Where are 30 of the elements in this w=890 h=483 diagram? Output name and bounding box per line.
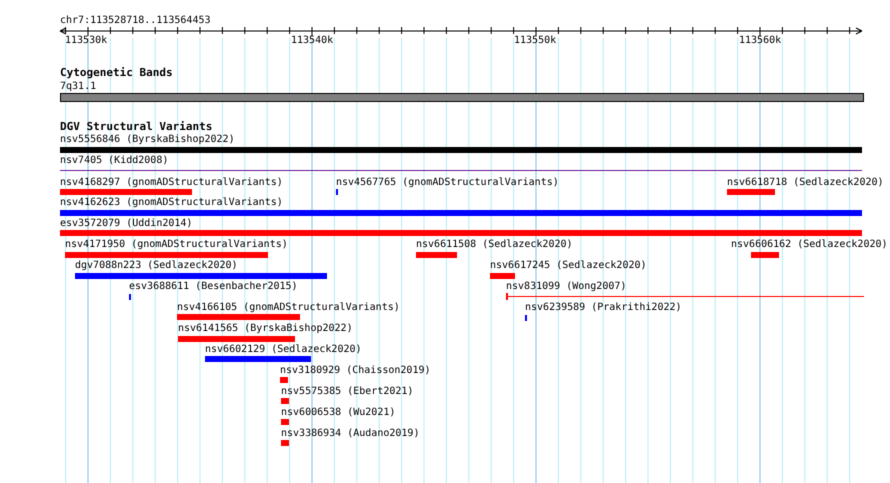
feature-label: nsv4168297 (gnomADStructuralVariants) xyxy=(60,177,283,188)
locus-label: chr7:113528718..113564453 xyxy=(60,15,211,26)
feature-label: nsv4166105 (gnomADStructuralVariants) xyxy=(177,302,400,313)
feature-label: esv3688611 (Besenbacher2015) xyxy=(129,281,298,292)
feature-label: nsv6239589 (Prakrithi2022) xyxy=(525,302,682,313)
feature-label: esv3572079 (Uddin2014) xyxy=(60,218,192,229)
feature-label: nsv4162623 (gnomADStructuralVariants) xyxy=(60,197,283,208)
feature-label: nsv3180929 (Chaisson2019) xyxy=(280,365,431,376)
tick-label: 113530k xyxy=(65,35,108,46)
feature-label: dgv7088n223 (Sedlazeck2020) xyxy=(75,260,238,271)
feature-label: nsv6606162 (Sedlazeck2020) xyxy=(731,239,888,250)
track-title: Cytogenetic Bands xyxy=(60,67,173,78)
feature-label: nsv6618718 (Sedlazeck2020) xyxy=(727,177,884,188)
feature-label: nsv5556846 (ByrskaBishop2022) xyxy=(60,134,235,145)
feature-label: nsv6611508 (Sedlazeck2020) xyxy=(416,239,573,250)
feature-label: nsv6141565 (ByrskaBishop2022) xyxy=(178,323,353,334)
feature-label: nsv4171950 (gnomADStructuralVariants) xyxy=(65,239,288,250)
feature-label: nsv6006538 (Wu2021) xyxy=(281,407,396,418)
track-title: DGV Structural Variants xyxy=(60,121,212,132)
band-label: 7q31.1 xyxy=(60,81,96,92)
feature-label: nsv6602129 (Sedlazeck2020) xyxy=(205,344,362,355)
feature-label: nsv7405 (Kidd2008) xyxy=(60,155,168,166)
tick-label: 113560k xyxy=(739,35,782,46)
feature-label: nsv4567765 (gnomADStructuralVariants) xyxy=(336,177,559,188)
tick-label: 113540k xyxy=(291,35,334,46)
feature-label: nsv5575385 (Ebert2021) xyxy=(281,386,414,397)
feature-label: nsv831099 (Wong2007) xyxy=(506,281,626,292)
feature-label: nsv3386934 (Audano2019) xyxy=(281,428,420,439)
feature-label: nsv6617245 (Sedlazeck2020) xyxy=(490,260,647,271)
tick-label: 113550k xyxy=(514,35,556,46)
